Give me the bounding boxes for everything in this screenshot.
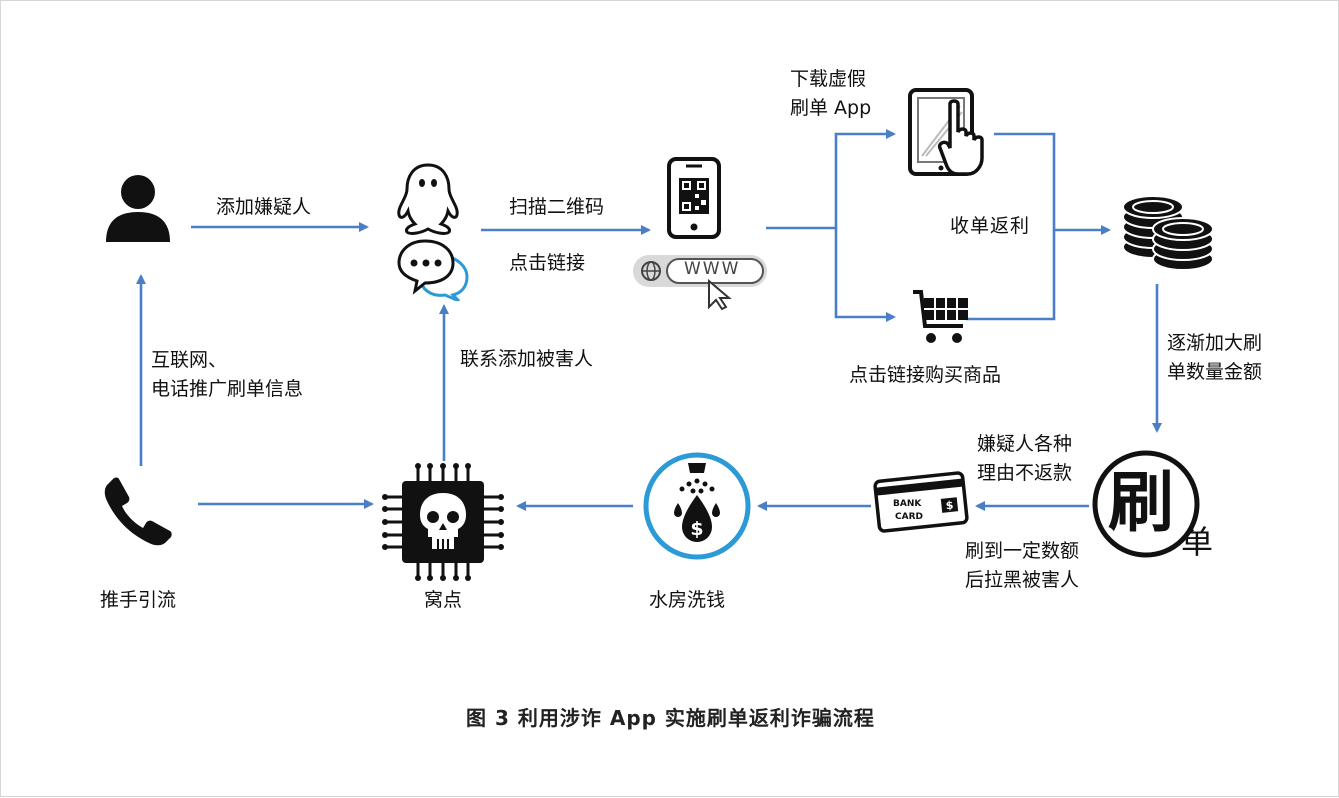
tablet-touch-icon xyxy=(908,88,984,176)
arrow-merge xyxy=(966,132,1056,321)
arrow-branch xyxy=(766,129,896,230)
lure-traffic-label: 推手引流 xyxy=(100,589,177,611)
chat-bubbles-icon xyxy=(397,239,469,301)
brush-big-char: 刷 xyxy=(1108,464,1174,541)
refuse-refund-label: 嫌疑人各种 理由不返款 xyxy=(977,433,1073,484)
figure-caption: 图 3 利用涉诈 App 实施刷单返利诈骗流程 xyxy=(466,706,875,730)
download-app-label: 下载虚假 刷单 App xyxy=(790,68,872,119)
arrow-branch-buy xyxy=(834,228,896,322)
chip-skull-icon xyxy=(382,463,504,581)
svg-text:$: $ xyxy=(690,518,703,540)
click-link-label: 点击链接 xyxy=(509,252,586,274)
qq-penguin-icon xyxy=(397,163,459,235)
phone-qr-icon xyxy=(667,157,721,239)
den-label: 窝点 xyxy=(424,589,463,611)
coins-icon xyxy=(1122,195,1214,271)
water-house-label: 水房洗钱 xyxy=(649,589,726,611)
money-laundering-icon: $ xyxy=(643,452,751,560)
bank-card-line1: BANK xyxy=(893,499,922,509)
add-suspect-label: 添加嫌疑人 xyxy=(216,196,312,218)
brush-circle-icon xyxy=(1092,450,1200,558)
person-icon xyxy=(106,175,170,242)
block-victim-label: 刷到一定数额 后拉黑被害人 xyxy=(965,540,1080,591)
contact-victim-label: 联系添加被害人 xyxy=(460,348,594,370)
telephone-icon xyxy=(104,477,172,546)
www-link-icon xyxy=(633,255,767,311)
receive-rebate-label: 收单返利 xyxy=(950,215,1031,237)
brush-small-char: 单 xyxy=(1181,523,1214,561)
bank-card-icon: $ xyxy=(873,471,969,533)
svg-text:$: $ xyxy=(945,499,954,513)
qr-scan-label: 扫描二维码 xyxy=(509,196,605,218)
shopping-cart-icon xyxy=(913,290,968,343)
www-label: WWW xyxy=(684,259,741,279)
buy-goods-label: 点击链接购买商品 xyxy=(849,364,1002,386)
promotion-info-label: 互联网、 电话推广刷单信息 xyxy=(151,349,304,400)
bank-card-line2: CARD xyxy=(895,512,923,522)
increase-amount-label: 逐渐加大刷 单数量金额 xyxy=(1167,332,1263,383)
